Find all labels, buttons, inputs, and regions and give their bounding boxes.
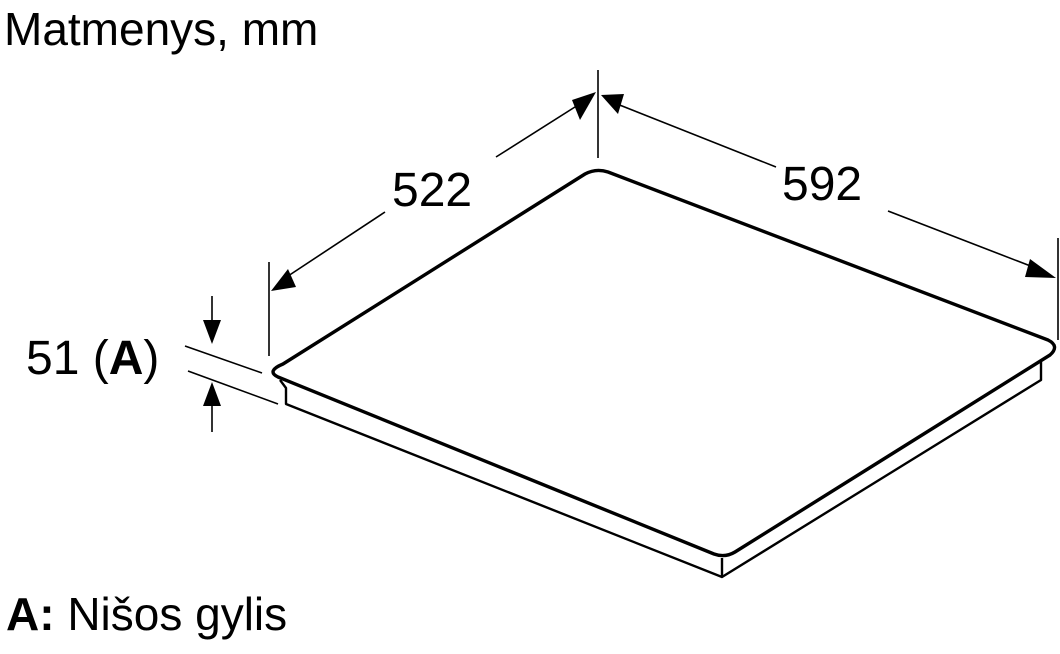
height-dimension-value: 51 ( xyxy=(26,332,109,385)
hob-body-front-edge xyxy=(279,362,1043,579)
height-dimension-key: A xyxy=(109,332,144,385)
height-extension-line-bottom xyxy=(187,370,279,405)
width-dimension-line-lower xyxy=(887,210,1047,273)
legend-key: A: xyxy=(6,588,55,640)
height-arrow-bottom xyxy=(203,382,221,406)
width-arrow-bottom xyxy=(1025,259,1056,278)
depth-arrow-bottom xyxy=(271,269,296,291)
width-dimension-label: 592 xyxy=(782,158,862,211)
page-title: Matmenys, mm xyxy=(4,3,319,55)
depth-dimension-line-upper xyxy=(495,99,587,158)
height-dimension-close: ) xyxy=(143,332,159,385)
height-extension-line-top xyxy=(184,345,263,374)
width-dimension-line-upper xyxy=(611,101,777,168)
legend: A: Nišos gylis xyxy=(6,584,287,644)
depth-dimension-label: 522 xyxy=(392,164,472,217)
legend-text: Nišos gylis xyxy=(54,588,288,640)
depth-dimension-line-lower xyxy=(281,211,386,281)
depth-arrow-top xyxy=(572,92,596,120)
height-dimension-label: 51 (A) xyxy=(26,332,159,385)
width-arrow-top xyxy=(601,94,624,114)
hob-top-outline xyxy=(271,168,1057,558)
height-arrow-top xyxy=(203,320,221,344)
